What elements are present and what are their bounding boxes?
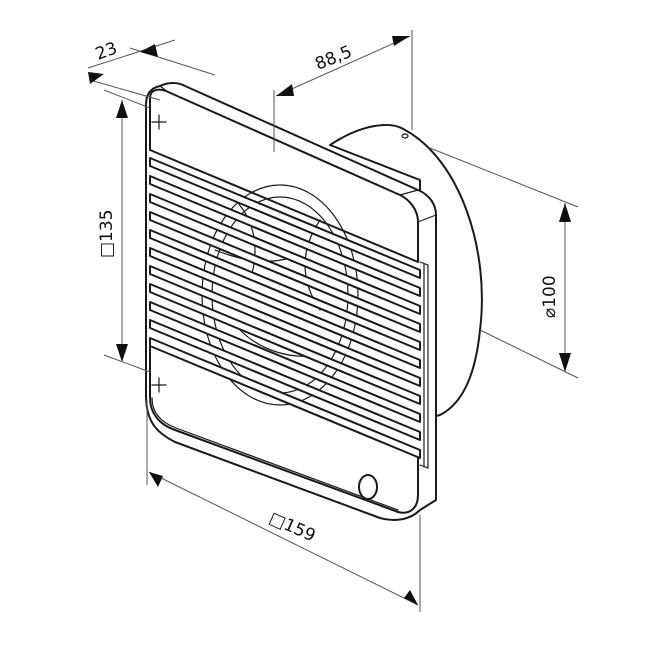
dim-135: □135 xyxy=(97,89,151,373)
crosshair-top-icon xyxy=(151,114,167,130)
screw-hole-icon xyxy=(401,133,409,139)
switch-button xyxy=(358,474,378,500)
dim-label-23: 23 xyxy=(93,39,120,65)
dim-100: ⌀100 xyxy=(429,147,579,379)
dim-label-159: □159 xyxy=(266,508,318,546)
dim-label-135: □135 xyxy=(97,209,117,258)
dim-label-100: ⌀100 xyxy=(540,275,560,318)
crosshair-bottom-icon xyxy=(151,377,167,393)
duct-spigot xyxy=(329,124,483,421)
louvres xyxy=(149,157,429,469)
